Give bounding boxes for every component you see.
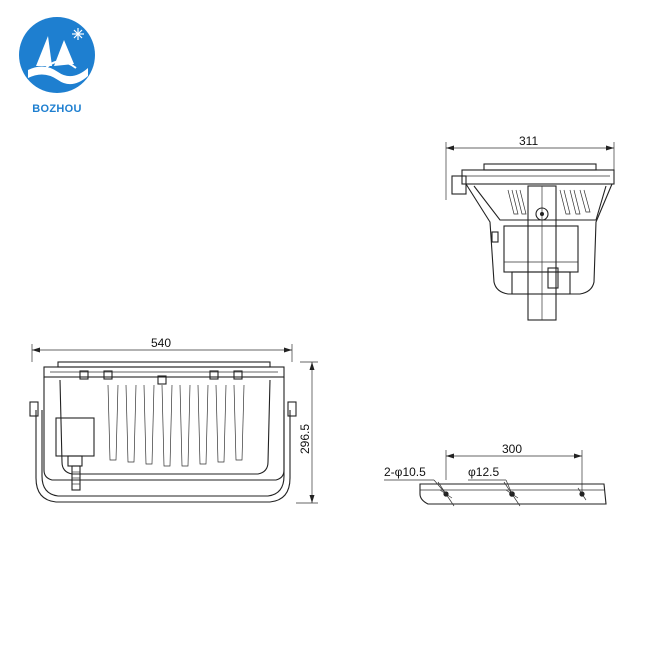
cable-gland <box>67 455 83 467</box>
logo-sail-left <box>36 36 52 66</box>
side-fins <box>507 189 591 215</box>
bracket-plate <box>419 483 607 505</box>
logo-sail-right <box>54 40 74 66</box>
front-view: 540 <box>29 336 318 504</box>
front-u-bracket <box>35 410 291 503</box>
cooling-fins <box>107 384 245 467</box>
dim-text-center-hole: φ12.5 <box>468 465 499 479</box>
lid-bolts <box>79 370 243 385</box>
logo-wave <box>28 66 88 85</box>
bracket-hole-right <box>577 487 587 501</box>
dim-text-front-width: 540 <box>151 336 171 350</box>
pivot-bolt <box>535 207 549 221</box>
front-lid-rim <box>43 366 285 378</box>
dim-text-side-width: 311 <box>519 134 538 148</box>
dim-text-front-height: 296.5 <box>298 424 312 454</box>
bozhou-logo <box>19 17 95 93</box>
dim-text-bracket-holes: 2-φ10.5 <box>384 465 426 479</box>
bracket-knob-right <box>287 401 297 417</box>
logo-star <box>72 28 84 40</box>
brand-name: BOZHOU <box>32 103 82 115</box>
side-body <box>465 183 613 295</box>
mounting-bracket: 300 2-φ10.5 φ12.5 <box>384 442 607 507</box>
front-housing <box>59 379 271 475</box>
side-inner-box <box>503 225 579 273</box>
side-view: 311 <box>445 134 615 321</box>
side-hinge <box>451 175 467 195</box>
side-lid-rim <box>461 169 615 185</box>
bracket-knob-left <box>29 401 39 417</box>
side-lid-top <box>483 163 597 171</box>
front-lid-top <box>57 361 271 368</box>
logo-arc <box>43 60 77 71</box>
dim-text-bracket-spacing: 300 <box>502 442 522 456</box>
